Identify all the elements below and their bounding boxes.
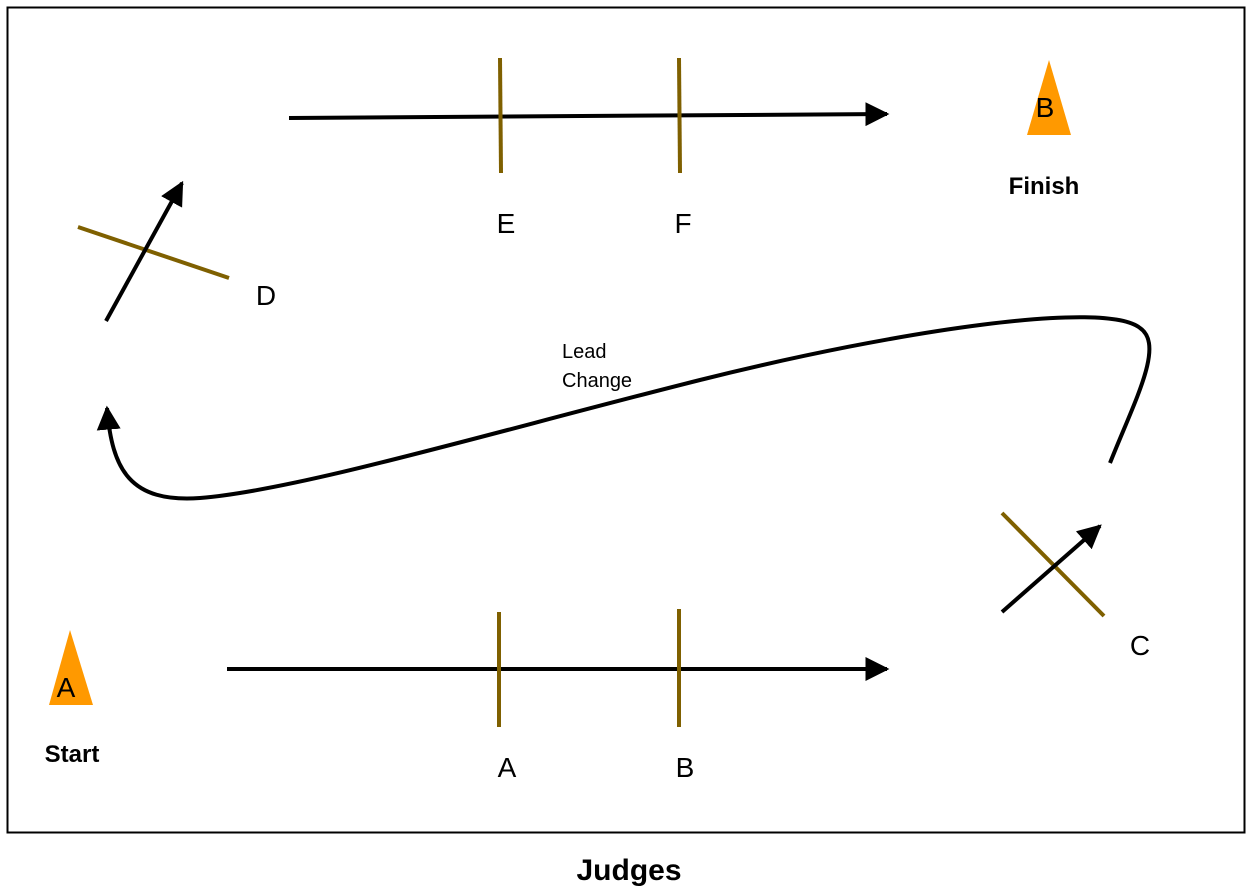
arena-border [6, 6, 1246, 834]
pole-E [498, 57, 503, 174]
cone-letter: A [57, 672, 76, 703]
start-label: Start [45, 741, 100, 768]
corner-d-arrow [104, 180, 184, 322]
judges-label: Judges [576, 854, 681, 887]
lead-change-path [96, 315, 1152, 501]
pole-label-D: D [256, 280, 276, 311]
pole-D [77, 225, 230, 280]
start-cone: A [49, 630, 93, 705]
pole-label-B: B [676, 752, 695, 783]
corner-c-arrow [1000, 524, 1102, 614]
cone-icon [1027, 60, 1071, 135]
pole-label-E: E [497, 208, 516, 239]
top-path-arrow [288, 102, 890, 127]
pole-F [677, 57, 682, 174]
cone-icon [49, 630, 93, 705]
pole-C [1000, 511, 1106, 618]
finish-cone: B [1027, 60, 1071, 135]
pole-label-F: F [674, 208, 691, 239]
cone-letter: B [1036, 92, 1055, 123]
pole-label-A: A [498, 752, 517, 783]
lead-change-label-line1: Lead [562, 341, 607, 363]
lead-change-label-line2: Change [562, 370, 632, 392]
finish-label: Finish [1009, 173, 1080, 200]
pole-label-C: C [1130, 630, 1150, 661]
